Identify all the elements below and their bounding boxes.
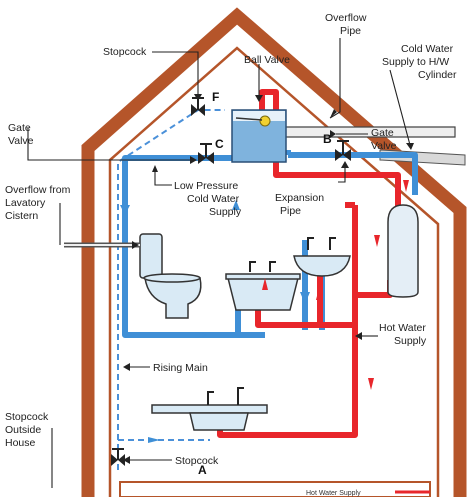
marker-f: F	[212, 90, 219, 104]
label-cold-supply-hw-1: Cold Water	[401, 43, 454, 55]
wash-basin	[293, 255, 351, 277]
marker-a: A	[198, 463, 207, 477]
bath-taps	[249, 261, 276, 272]
label-low-pressure-1: Low Pressure	[174, 180, 238, 192]
sink-taps	[207, 387, 244, 405]
ball-valve-float	[259, 115, 271, 127]
label-gate-valve-right-1: Gate	[371, 127, 394, 139]
kitchen-sink	[151, 404, 268, 431]
bath	[225, 273, 301, 311]
gate-valve-c	[198, 143, 214, 164]
label-stopcock-bottom: Stopcock	[175, 455, 219, 467]
tank-air-gap	[233, 111, 285, 121]
label-stopcock-outside-3: House	[5, 437, 36, 449]
house-floor	[119, 481, 431, 497]
label-stopcock-outside-2: Outside	[5, 424, 41, 436]
label-cold-supply-hw-2: Supply to H/W	[382, 56, 449, 68]
label-low-pressure-3: Supply	[209, 206, 242, 218]
marker-b: B	[323, 132, 332, 146]
house-inner-wall	[108, 46, 440, 497]
label-stopcock-top: Stopcock	[103, 46, 147, 58]
label-expansion-pipe-1: Expansion	[275, 192, 324, 204]
leader-lines	[27, 38, 411, 488]
basin-taps	[307, 237, 336, 250]
marker-c: C	[215, 137, 224, 151]
label-hot-water-supply-1: Hot Water	[379, 322, 426, 334]
gate-valve-b	[335, 140, 351, 161]
label-gate-valve-left-2: Valve	[8, 135, 34, 147]
label-overflow-pipe-1: Overflow	[325, 12, 367, 24]
label-overflow-lavatory-1: Overflow from	[5, 184, 71, 196]
toilet	[139, 233, 202, 319]
cold-flow-arrows	[120, 152, 397, 443]
label-gate-valve-left-1: Gate	[8, 122, 31, 134]
label-rising-main: Rising Main	[153, 362, 208, 374]
label-ball-valve: Ball Valve	[244, 54, 290, 66]
house-outer-wall	[81, 7, 467, 497]
leader-arrowheads	[123, 94, 414, 464]
rising-main-pipe	[117, 109, 225, 470]
label-expansion-pipe-2: Pipe	[280, 205, 301, 217]
label-overflow-lavatory-2: Lavatory	[5, 197, 46, 209]
stopcock-a	[111, 448, 125, 466]
label-cold-supply-hw-3: Cylinder	[418, 69, 457, 81]
label-overflow-lavatory-3: Cistern	[5, 210, 38, 222]
overflow-pipe	[285, 126, 456, 138]
label-gate-valve-right-2: Valve	[371, 140, 397, 152]
label-footer-partial: Hot Water Supply	[306, 490, 361, 497]
label-low-pressure-2: Cold Water	[187, 193, 240, 205]
hot-water-cylinder	[387, 204, 419, 298]
label-overflow-pipe-2: Pipe	[340, 25, 361, 37]
label-stopcock-outside-1: Stopcock	[5, 411, 49, 423]
ball-valve-arm	[235, 117, 263, 121]
hot-flow-arrows	[262, 180, 409, 438]
label-hot-water-supply-2: Supply	[394, 335, 427, 347]
